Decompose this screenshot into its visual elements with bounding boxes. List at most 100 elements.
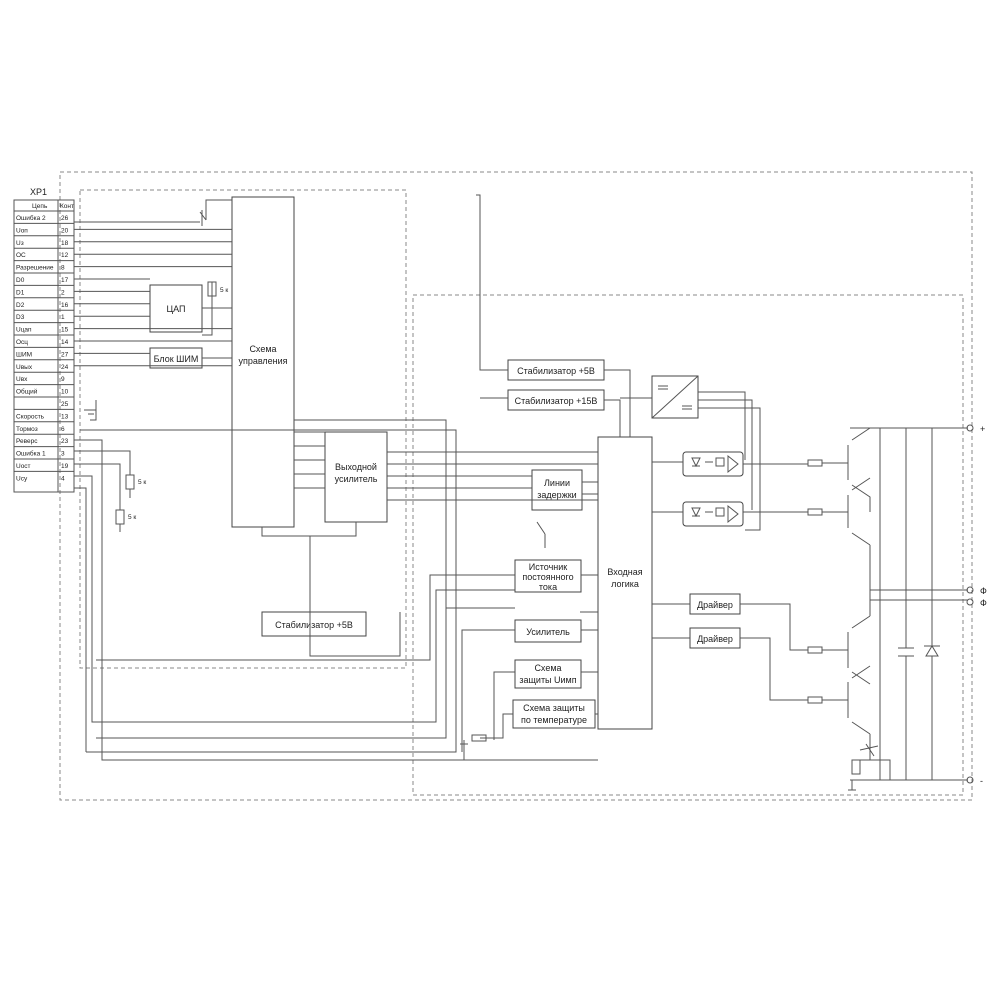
terminal-phase-2[interactable]	[966, 598, 974, 606]
input-logic-label-2: логика	[611, 579, 639, 589]
connector-row-pin: 13	[61, 413, 69, 420]
resistor-brake: 5 к	[115, 509, 136, 532]
connector-row-pin: 4	[61, 475, 65, 482]
pulse-protection-label-2: защиты Uимп	[519, 675, 576, 685]
pwm-label: Блок ШИМ	[154, 354, 199, 364]
dac-label: ЦАП	[166, 304, 185, 314]
gate-resistor-2	[807, 508, 823, 516]
temperature-protection-label-2: по температуре	[521, 715, 587, 725]
terminal-plus[interactable]	[966, 424, 974, 432]
connector-row-signal: Uвх	[16, 376, 28, 383]
connector-row-pin: 2	[61, 289, 65, 296]
resistor-dac: 5 к	[207, 281, 228, 297]
driver-1-label: Драйвер	[697, 600, 733, 610]
connector-row-pin: 1	[61, 314, 65, 321]
resistor-dac-label: 5 к	[220, 287, 228, 294]
control-circuit-label-2: управления	[238, 356, 287, 366]
connector-row-pin: 27	[61, 351, 69, 358]
terminal-phase-1-label: Ф	[980, 586, 987, 596]
connector-row-pin: 24	[61, 364, 69, 371]
connector-row-pin: 15	[61, 327, 69, 334]
outer-boundary	[59, 171, 973, 801]
stabilizer-5v-label: Стабилизатор +5В	[517, 366, 595, 376]
pin-wires	[74, 228, 232, 367]
connector-row-signal: Осц	[16, 339, 28, 346]
resistor-speed-label: 5 к	[138, 479, 146, 486]
dc-dc-converter	[651, 375, 699, 419]
gate-resistor-3	[807, 646, 823, 654]
sense-resistor	[471, 734, 487, 742]
connector-row-pin: 3	[61, 451, 65, 458]
ground-symbols	[84, 400, 856, 791]
temperature-protection-label-1: Схема защиты	[523, 703, 585, 713]
stabilizer-5v-left-label: Стабилизатор +5В	[275, 620, 353, 630]
stabilizer-5v-left-block	[261, 611, 367, 637]
connector-row-signal: D0	[16, 277, 25, 284]
control-board-boundary	[79, 189, 407, 669]
dc-source-block	[514, 559, 582, 593]
amplifier-block	[514, 619, 582, 643]
wiring	[74, 194, 808, 761]
connector-row-pin: 19	[61, 463, 69, 470]
connector-row-signal: Uост	[16, 463, 31, 470]
connector-row-pin: 8	[61, 265, 65, 272]
terminal-minus-label: -	[980, 776, 983, 786]
terminal-minus[interactable]	[966, 776, 974, 784]
input-logic-label-1: Входная	[607, 567, 642, 577]
terminal-phase-1[interactable]	[966, 586, 974, 594]
driver-2-label: Драйвер	[697, 634, 733, 644]
dc-bus	[850, 427, 968, 781]
connector-title: XP1	[30, 187, 47, 197]
dc-source-label-1: Источник	[529, 562, 567, 572]
connector-row-signal: Uоп	[16, 227, 28, 234]
connector-row-pin: 16	[61, 302, 69, 309]
terminal-phase-2-label: Ф	[980, 598, 987, 608]
connector-row-signal: Uз	[16, 240, 24, 247]
connector-row-signal: Реверс	[16, 438, 38, 445]
connector-row-signal: ШИМ	[16, 351, 32, 358]
connector-row-signal: Тормоз	[16, 426, 38, 433]
connector-row-signal: D1	[16, 289, 25, 296]
optocoupler-2	[682, 501, 744, 527]
connector-row-signal: D2	[16, 302, 25, 309]
connector-row-signal: Скорость	[16, 413, 45, 420]
input-logic-block	[597, 436, 653, 730]
power-board-boundary	[412, 294, 964, 796]
control-circuit-block	[231, 196, 295, 528]
temperature-protection-block	[512, 699, 596, 729]
gate-resistor-4	[807, 696, 823, 704]
connector-row-pin: 12	[61, 252, 69, 259]
output-amplifier-label-2: усилитель	[335, 474, 378, 484]
connector-row-signal: Uцап	[16, 327, 32, 334]
stabilizer-15v-label: Стабилизатор +15В	[515, 396, 598, 406]
delay-lines-block	[531, 469, 583, 511]
connector-row-pin: 9	[61, 376, 65, 383]
dc-source-label-3: тока	[539, 582, 557, 592]
connector-row-signal: Ошибка 1	[16, 450, 46, 458]
igbt-transistors	[822, 427, 880, 760]
connector-row-pin: 17	[61, 277, 69, 284]
resistor-speed: 5 к	[125, 474, 146, 498]
connector-row-pin: 14	[61, 339, 69, 346]
connector-row-pin: 20	[61, 227, 69, 234]
connector-row-signal: Uсу	[16, 475, 28, 482]
connector-row-signal: Разрешение	[16, 265, 54, 272]
pulse-protection-block	[514, 659, 582, 689]
output-amplifier-block	[324, 431, 388, 523]
delay-lines-label-1: Линии	[544, 478, 570, 488]
connector-row-pin: 6	[61, 426, 65, 433]
connector-row-signal: ОС	[16, 252, 26, 259]
connector-head-signal: Цепь	[32, 203, 48, 210]
connector-row-signal: Uвых	[16, 364, 33, 371]
terminal-plus-label: +	[980, 424, 985, 434]
resistor-brake-label: 5 к	[128, 514, 136, 521]
optocoupler-1	[682, 451, 744, 477]
connector-row-pin: 18	[61, 240, 69, 247]
connector-row-signal: Ошибка 2	[16, 214, 46, 222]
connector-row-signal: Общий	[16, 388, 38, 396]
connector-row-pin: 25	[61, 401, 69, 408]
gate-resistor-1	[807, 459, 823, 467]
connector-row-pin: 26	[61, 215, 69, 222]
